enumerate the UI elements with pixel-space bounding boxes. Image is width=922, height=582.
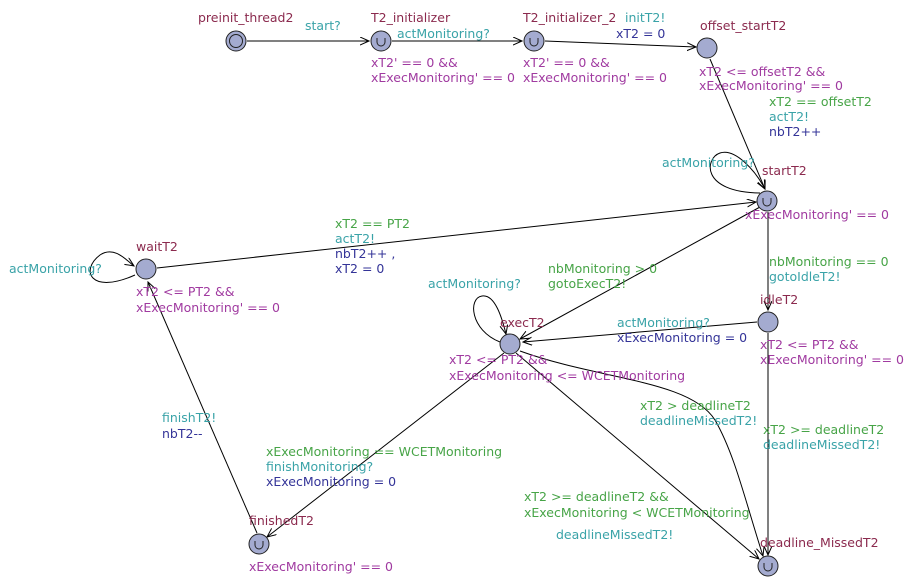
invariant-idle-line1: xT2 <= PT2 && xyxy=(760,337,859,352)
label-t2init2-offset-sync: initT2! xyxy=(625,10,665,25)
label-t2init2-offset-update: xT2 = 0 xyxy=(616,26,665,41)
edge-wait-start xyxy=(156,202,756,269)
edge-exec-missed-a xyxy=(519,350,763,556)
invariant-t2-initializer-2-line1: xT2' == 0 && xyxy=(523,55,610,70)
invariant-idle-line2: xExecMonitoring' == 0 xyxy=(760,352,904,367)
location-start[interactable] xyxy=(756,190,778,212)
edge-t2init2-offset xyxy=(544,40,696,47)
label-exec-missed-a-sync: deadlineMissedT2! xyxy=(640,413,757,428)
location-wait[interactable] xyxy=(135,258,157,280)
invariant-offset-start-line2: xExecMonitoring' == 0 xyxy=(699,78,843,93)
location-idle[interactable] xyxy=(757,311,779,333)
label-exec-finished-guard: xExecMonitoring == WCETMonitoring xyxy=(266,444,502,459)
label-idle-missed-sync: deadlineMissedT2! xyxy=(763,437,880,452)
label-idle-missed-guard: xT2 >= deadlineT2 xyxy=(763,422,884,437)
invariant-exec-line2: xExecMonitoring <= WCETMonitoring xyxy=(449,368,685,383)
label-offset-start-sync: actT2! xyxy=(769,109,809,124)
label-start-idle-sync: gotoIdleT2! xyxy=(769,269,841,284)
label-offset-start-guard: xT2 == offsetT2 xyxy=(769,94,872,109)
invariant-wait-line2: xExecMonitoring' == 0 xyxy=(136,300,280,315)
label-wait-start-guard: xT2 == PT2 xyxy=(335,216,410,231)
edge-exec-selfloop xyxy=(473,295,506,343)
label-wait-loop-sync: actMonitoring? xyxy=(9,261,102,276)
label-exec-missed-b-sync: deadlineMissedT2! xyxy=(556,527,673,542)
invariant-t2-initializer-line2: xExecMonitoring' == 0 xyxy=(371,70,515,85)
invariant-exec-line1: xT2 <= PT2 && xyxy=(449,352,548,367)
location-name-finished: finishedT2 xyxy=(249,513,314,528)
label-wait-start-update1: nbT2++ , xyxy=(335,246,395,261)
location-name-start: startT2 xyxy=(762,163,807,178)
invariant-offset-start-line1: xT2 <= offsetT2 && xyxy=(699,64,826,79)
location-exec[interactable] xyxy=(499,333,521,355)
edge-wait-selfloop xyxy=(89,251,136,283)
invariant-finished: xExecMonitoring' == 0 xyxy=(249,559,393,574)
edge-offset-start xyxy=(709,58,765,189)
edge-exec-missed-b xyxy=(515,352,759,559)
label-exec-finished-update: xExecMonitoring = 0 xyxy=(266,474,396,489)
invariant-t2-initializer-2-line2: xExecMonitoring' == 0 xyxy=(523,70,667,85)
location-t2-initializer-2[interactable] xyxy=(523,30,545,52)
edge-start-selfloop xyxy=(709,151,765,194)
location-name-exec: execT2 xyxy=(500,315,545,330)
location-name-offset-start: offset_startT2 xyxy=(700,18,786,33)
location-name-t2-initializer-2: T2_initializer_2 xyxy=(522,10,616,25)
label-exec-missed-b-guard2: xExecMonitoring < WCETMonitoring xyxy=(524,505,750,520)
location-name-preinit: preinit_thread2 xyxy=(198,10,293,25)
label-finished-wait-sync: finishT2! xyxy=(162,410,216,425)
location-name-t2-initializer: T2_initializer xyxy=(370,10,451,25)
label-offset-start-update: nbT2++ xyxy=(769,124,821,139)
label-preinit-t2init-sync: start? xyxy=(305,18,341,33)
location-name-wait: waitT2 xyxy=(136,239,178,254)
edge-idle-exec xyxy=(523,321,758,342)
label-wait-start-sync: actT2! xyxy=(335,231,375,246)
location-name-deadline-missed: deadline_MissedT2 xyxy=(760,535,879,550)
location-deadline-missed[interactable] xyxy=(757,555,779,577)
edge-exec-finished xyxy=(267,352,505,537)
location-t2-initializer[interactable] xyxy=(370,30,392,52)
invariant-wait-line1: xT2 <= PT2 && xyxy=(136,284,235,299)
label-wait-start-update2: xT2 = 0 xyxy=(335,261,384,276)
label-start-idle-guard: nbMonitoring == 0 xyxy=(769,254,889,269)
invariant-t2-initializer-line1: xT2' == 0 && xyxy=(371,55,458,70)
edge-start-exec xyxy=(520,206,761,339)
label-exec-loop-sync: actMonitoring? xyxy=(428,276,521,291)
label-start-loop-sync: actMonitoring? xyxy=(662,155,755,170)
label-start-exec-guard: nbMonitoring > 0 xyxy=(548,261,657,276)
label-t2init-t2init2-sync: actMonitoring? xyxy=(397,26,490,41)
location-preinit[interactable] xyxy=(225,30,247,52)
label-exec-finished-sync: finishMonitoring? xyxy=(266,459,373,474)
label-idle-exec-update: xExecMonitoring = 0 xyxy=(617,330,747,345)
label-exec-missed-b-guard1: xT2 >= deadlineT2 && xyxy=(524,489,669,504)
label-finished-wait-update: nbT2-- xyxy=(162,426,202,441)
location-name-idle: idleT2 xyxy=(760,292,798,307)
label-idle-exec-sync: actMonitoring? xyxy=(617,315,710,330)
location-offset-start[interactable] xyxy=(696,37,718,59)
label-exec-missed-a-guard: xT2 > deadlineT2 xyxy=(640,398,751,413)
edge-finished-wait xyxy=(148,282,258,534)
invariant-start: xExecMonitoring' == 0 xyxy=(745,207,889,222)
label-start-exec-sync: gotoExecT2! xyxy=(548,276,626,291)
location-finished[interactable] xyxy=(248,533,270,555)
